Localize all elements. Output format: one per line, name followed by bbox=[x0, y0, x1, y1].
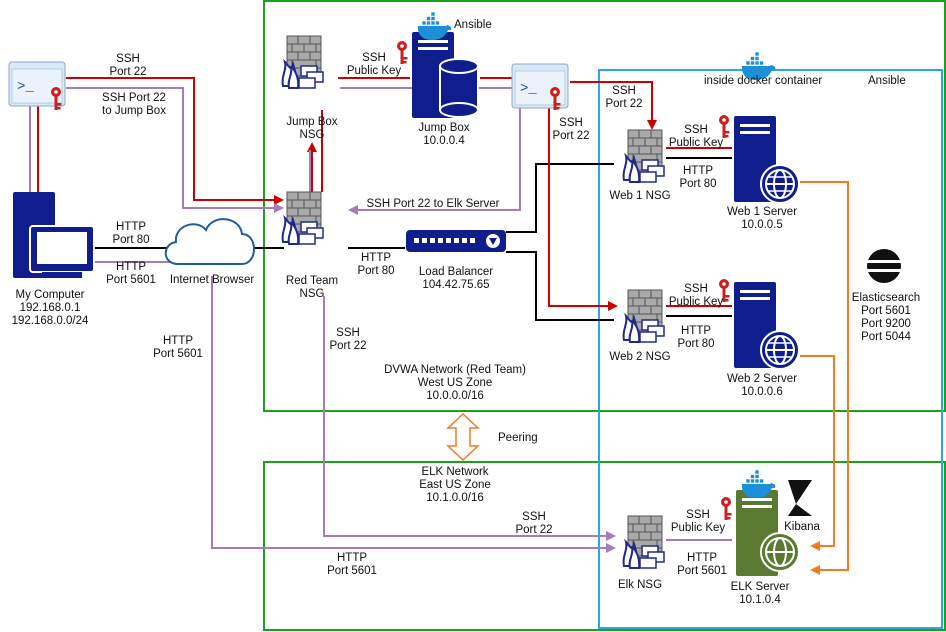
internet-browser-label: Internet Browser bbox=[170, 274, 255, 286]
database-icon bbox=[439, 58, 479, 118]
edge-label: HTTP bbox=[361, 252, 391, 264]
kibana-icon bbox=[788, 480, 812, 516]
elk-nsg-label: Elk NSG bbox=[618, 579, 662, 591]
web1-server-label: Web 1 Server bbox=[727, 206, 797, 218]
firewall-icon[interactable] bbox=[622, 515, 665, 569]
edge-label: Port 80 bbox=[357, 265, 394, 277]
edge-label: SSH bbox=[684, 283, 708, 295]
docker-container-label: inside docker container bbox=[704, 75, 822, 87]
edge-label: Public Key bbox=[347, 65, 402, 77]
web2-server-label: Web 2 Server bbox=[727, 373, 797, 385]
dvwa-zone-region: West US Zone bbox=[418, 377, 493, 389]
edge-label: Port 22 bbox=[605, 98, 642, 110]
edge-label: HTTP bbox=[681, 325, 711, 337]
elasticsearch-port-5601: Port 5601 bbox=[861, 305, 911, 317]
edge-label: Public Key bbox=[669, 137, 724, 149]
edge-label: SSH bbox=[116, 53, 140, 65]
elasticsearch-label: Elasticsearch bbox=[852, 292, 920, 304]
elk-server-ip: 10.1.0.4 bbox=[739, 594, 781, 606]
http-connections bbox=[90, 157, 732, 321]
elk-zone-label: ELK Network bbox=[421, 466, 488, 478]
edge-label: Public Key bbox=[669, 296, 724, 308]
edge-label: HTTP bbox=[687, 552, 717, 564]
jump-box-nsg-label: Jump Box bbox=[286, 116, 337, 128]
firewall-icon[interactable] bbox=[281, 35, 324, 89]
my-computer-ip: 192.168.0.1 bbox=[20, 302, 81, 314]
edge-label: Port 5601 bbox=[153, 348, 203, 360]
edge-label: SSH bbox=[684, 124, 708, 136]
edge-label: to Jump Box bbox=[102, 105, 166, 117]
web1-server-ip: 10.0.0.5 bbox=[741, 219, 783, 231]
elasticsearch-icon bbox=[867, 249, 901, 283]
firewall-icon[interactable] bbox=[622, 289, 665, 343]
edge-label: SSH bbox=[612, 85, 636, 97]
peering-arrow bbox=[446, 412, 480, 462]
edge-label: Port 5601 bbox=[677, 565, 727, 577]
edge-label: Public Key bbox=[671, 522, 726, 534]
edge-label: Port 22 bbox=[329, 340, 366, 352]
ssh-connections bbox=[37, 77, 732, 311]
my-computer[interactable] bbox=[13, 192, 95, 278]
edge-label: Port 22 bbox=[515, 524, 552, 536]
edge-label: SSH Port 22 to Elk Server bbox=[367, 198, 500, 210]
elk-network-zone bbox=[263, 461, 946, 631]
dvwa-zone-label: DVWA Network (Red Team) bbox=[384, 364, 526, 376]
edge-label: Port 5601 bbox=[327, 565, 377, 577]
elk-zone-cidr: 10.1.0.0/16 bbox=[426, 492, 484, 504]
edge-label: Port 5601 bbox=[106, 274, 156, 286]
web2-nsg-label: Web 2 NSG bbox=[609, 351, 670, 363]
edge-label: HTTP bbox=[116, 261, 146, 273]
dvwa-zone-cidr: 10.0.0.0/16 bbox=[426, 390, 484, 402]
key-icon bbox=[721, 497, 732, 520]
edge-label: HTTP bbox=[337, 552, 367, 564]
server-icon[interactable] bbox=[734, 282, 800, 370]
edge-label: Port 80 bbox=[677, 338, 714, 350]
edge-label: HTTP bbox=[163, 335, 193, 347]
management-connections bbox=[29, 87, 732, 553]
web1-nsg-label: Web 1 NSG bbox=[609, 190, 670, 202]
ansible-right-label: Ansible bbox=[868, 75, 906, 87]
edge-label: HTTP bbox=[683, 165, 713, 177]
log-connections bbox=[800, 181, 849, 575]
kibana-label: Kibana bbox=[784, 521, 820, 533]
peering-label: Peering bbox=[498, 432, 538, 444]
red-team-nsg-label: Red Team bbox=[286, 275, 338, 287]
edge-label: SSH bbox=[522, 511, 546, 523]
elasticsearch-port-9200: Port 9200 bbox=[861, 318, 911, 330]
cloud-icon[interactable] bbox=[164, 218, 255, 265]
dvwa-network-zone bbox=[263, 0, 946, 412]
terminal-icon[interactable] bbox=[511, 63, 569, 109]
elasticsearch-port-5044: Port 5044 bbox=[861, 331, 911, 343]
firewall-icon[interactable] bbox=[622, 129, 665, 183]
edge-label: Port 22 bbox=[552, 130, 589, 142]
edge-label: SSH bbox=[336, 327, 360, 339]
jump-box-nsg-label-2: NSG bbox=[300, 129, 325, 141]
red-team-nsg-label-2: NSG bbox=[300, 288, 325, 300]
load-balancer-label: Load Balancer bbox=[419, 266, 493, 278]
server-icon[interactable] bbox=[734, 116, 800, 204]
elk-server-label: ELK Server bbox=[731, 581, 790, 593]
edge-label: Port 80 bbox=[112, 234, 149, 246]
jump-box-ip: 10.0.0.4 bbox=[423, 135, 465, 147]
server-icon[interactable] bbox=[736, 490, 800, 576]
key-icon bbox=[719, 115, 730, 138]
my-computer-label: My Computer bbox=[15, 289, 84, 301]
web2-server-ip: 10.0.0.6 bbox=[741, 386, 783, 398]
elk-zone-region: East US Zone bbox=[419, 479, 491, 491]
ansible-top-label: Ansible bbox=[454, 19, 492, 31]
edge-label: Port 22 bbox=[109, 66, 146, 78]
edge-label: HTTP bbox=[116, 221, 146, 233]
load-balancer-icon[interactable] bbox=[406, 230, 506, 252]
key-icon bbox=[397, 41, 408, 64]
load-balancer-ip: 104.42.75.65 bbox=[422, 279, 489, 291]
edge-label: SSH Port 22 bbox=[102, 92, 166, 104]
edge-label: SSH bbox=[559, 117, 583, 129]
jump-box-label: Jump Box bbox=[418, 122, 469, 134]
edge-label: SSH bbox=[362, 52, 386, 64]
edge-label: Port 80 bbox=[679, 178, 716, 190]
firewall-icon[interactable] bbox=[281, 191, 324, 245]
my-computer-subnet: 192.168.0.0/24 bbox=[12, 315, 89, 327]
edge-label: SSH bbox=[686, 509, 710, 521]
